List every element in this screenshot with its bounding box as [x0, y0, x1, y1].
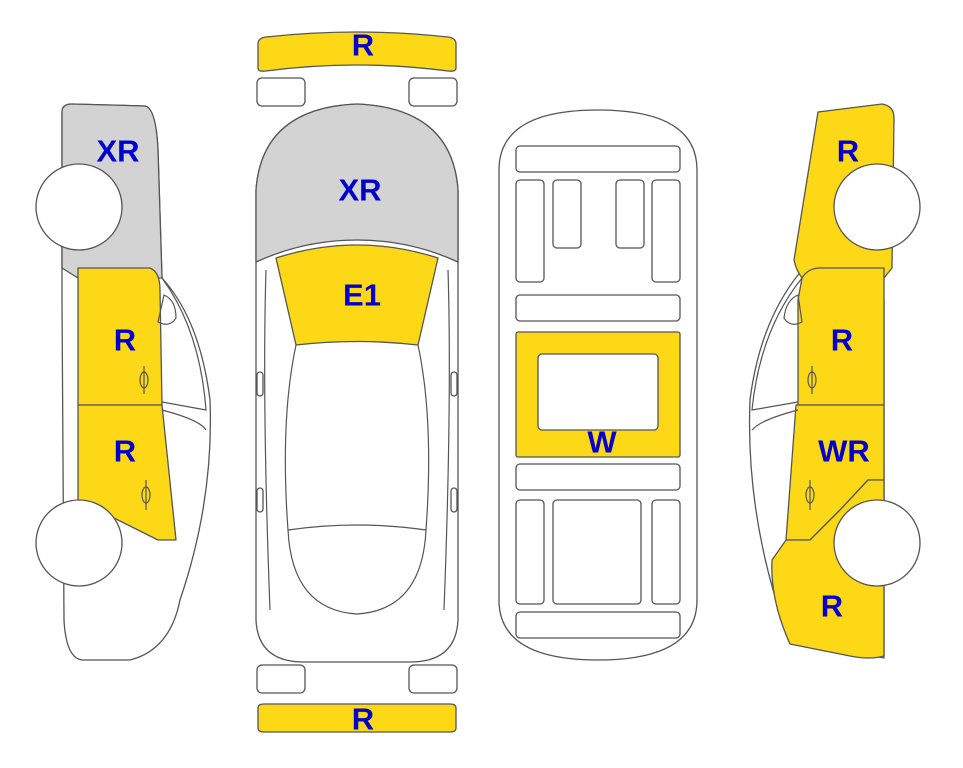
hood-label: XR: [338, 173, 381, 208]
right-belt-line: [751, 409, 799, 431]
roof-back-rail: [515, 611, 681, 639]
hood[interactable]: [255, 103, 459, 263]
right-rear-wheel: [833, 499, 921, 587]
right-rear-quarter-label: R: [821, 589, 843, 624]
left-rear-wheel: [35, 499, 123, 587]
roof-cross-rail: [515, 294, 681, 322]
roof-right-rear-panel: [651, 499, 681, 605]
left-side-view: XR R R: [35, 103, 212, 661]
top-left-mirror: [256, 371, 264, 397]
top-left-handle: [256, 487, 264, 513]
left-front-door-label: R: [114, 323, 136, 358]
roof-outline: [284, 344, 430, 531]
windshield[interactable]: [275, 244, 439, 346]
right-side-view: R R WR R: [748, 103, 921, 659]
roof-left-front-panel: [515, 179, 545, 283]
left-front-door-handle: [139, 366, 149, 394]
left-headlight: [256, 77, 306, 107]
front-bumper[interactable]: [257, 31, 457, 72]
right-window-line: [751, 277, 803, 411]
right-side-line: [443, 269, 450, 611]
right-front-fender-label: R: [837, 134, 859, 169]
rear-bumper[interactable]: [257, 703, 457, 733]
left-taillight: [256, 664, 306, 694]
roof-right-vent: [615, 179, 645, 249]
left-front-door[interactable]: [77, 267, 163, 406]
roof-right-front-panel: [651, 179, 681, 283]
roof-left-vent: [552, 179, 582, 249]
rear-bumper-label: R: [352, 702, 374, 737]
left-rear-door-handle: [141, 480, 151, 510]
windshield-label: E1: [343, 278, 381, 313]
right-mirror: [783, 294, 803, 325]
top-right-mirror: [450, 371, 458, 397]
right-headlight: [408, 77, 458, 107]
top-right-handle: [450, 487, 458, 513]
left-belt-line: [161, 409, 207, 431]
rear-window-outline: [287, 529, 427, 615]
roof-view: W: [498, 109, 698, 661]
left-mirror: [157, 294, 177, 325]
sunroof: [537, 353, 659, 431]
front-bumper-label: R: [352, 28, 374, 63]
left-side-line: [264, 269, 271, 611]
roof-front-rail: [515, 145, 681, 173]
left-window-line: [161, 277, 207, 411]
left-front-fender-label: XR: [96, 134, 139, 169]
roof-left-rear-panel: [515, 499, 545, 605]
left-front-wheel: [35, 163, 123, 251]
roof-center-rear-panel: [552, 499, 642, 605]
right-rear-door-label: WR: [818, 434, 870, 469]
top-view: R XR E1 R: [255, 28, 459, 737]
right-front-wheel: [833, 163, 921, 251]
roof-rear-rail: [515, 463, 681, 491]
right-front-door-label: R: [831, 323, 853, 358]
roof-panel-label: W: [587, 425, 617, 460]
left-rear-door-label: R: [114, 434, 136, 469]
right-taillight: [408, 664, 458, 694]
right-front-door-handle: [807, 366, 817, 394]
right-rear-door-handle: [805, 480, 815, 510]
